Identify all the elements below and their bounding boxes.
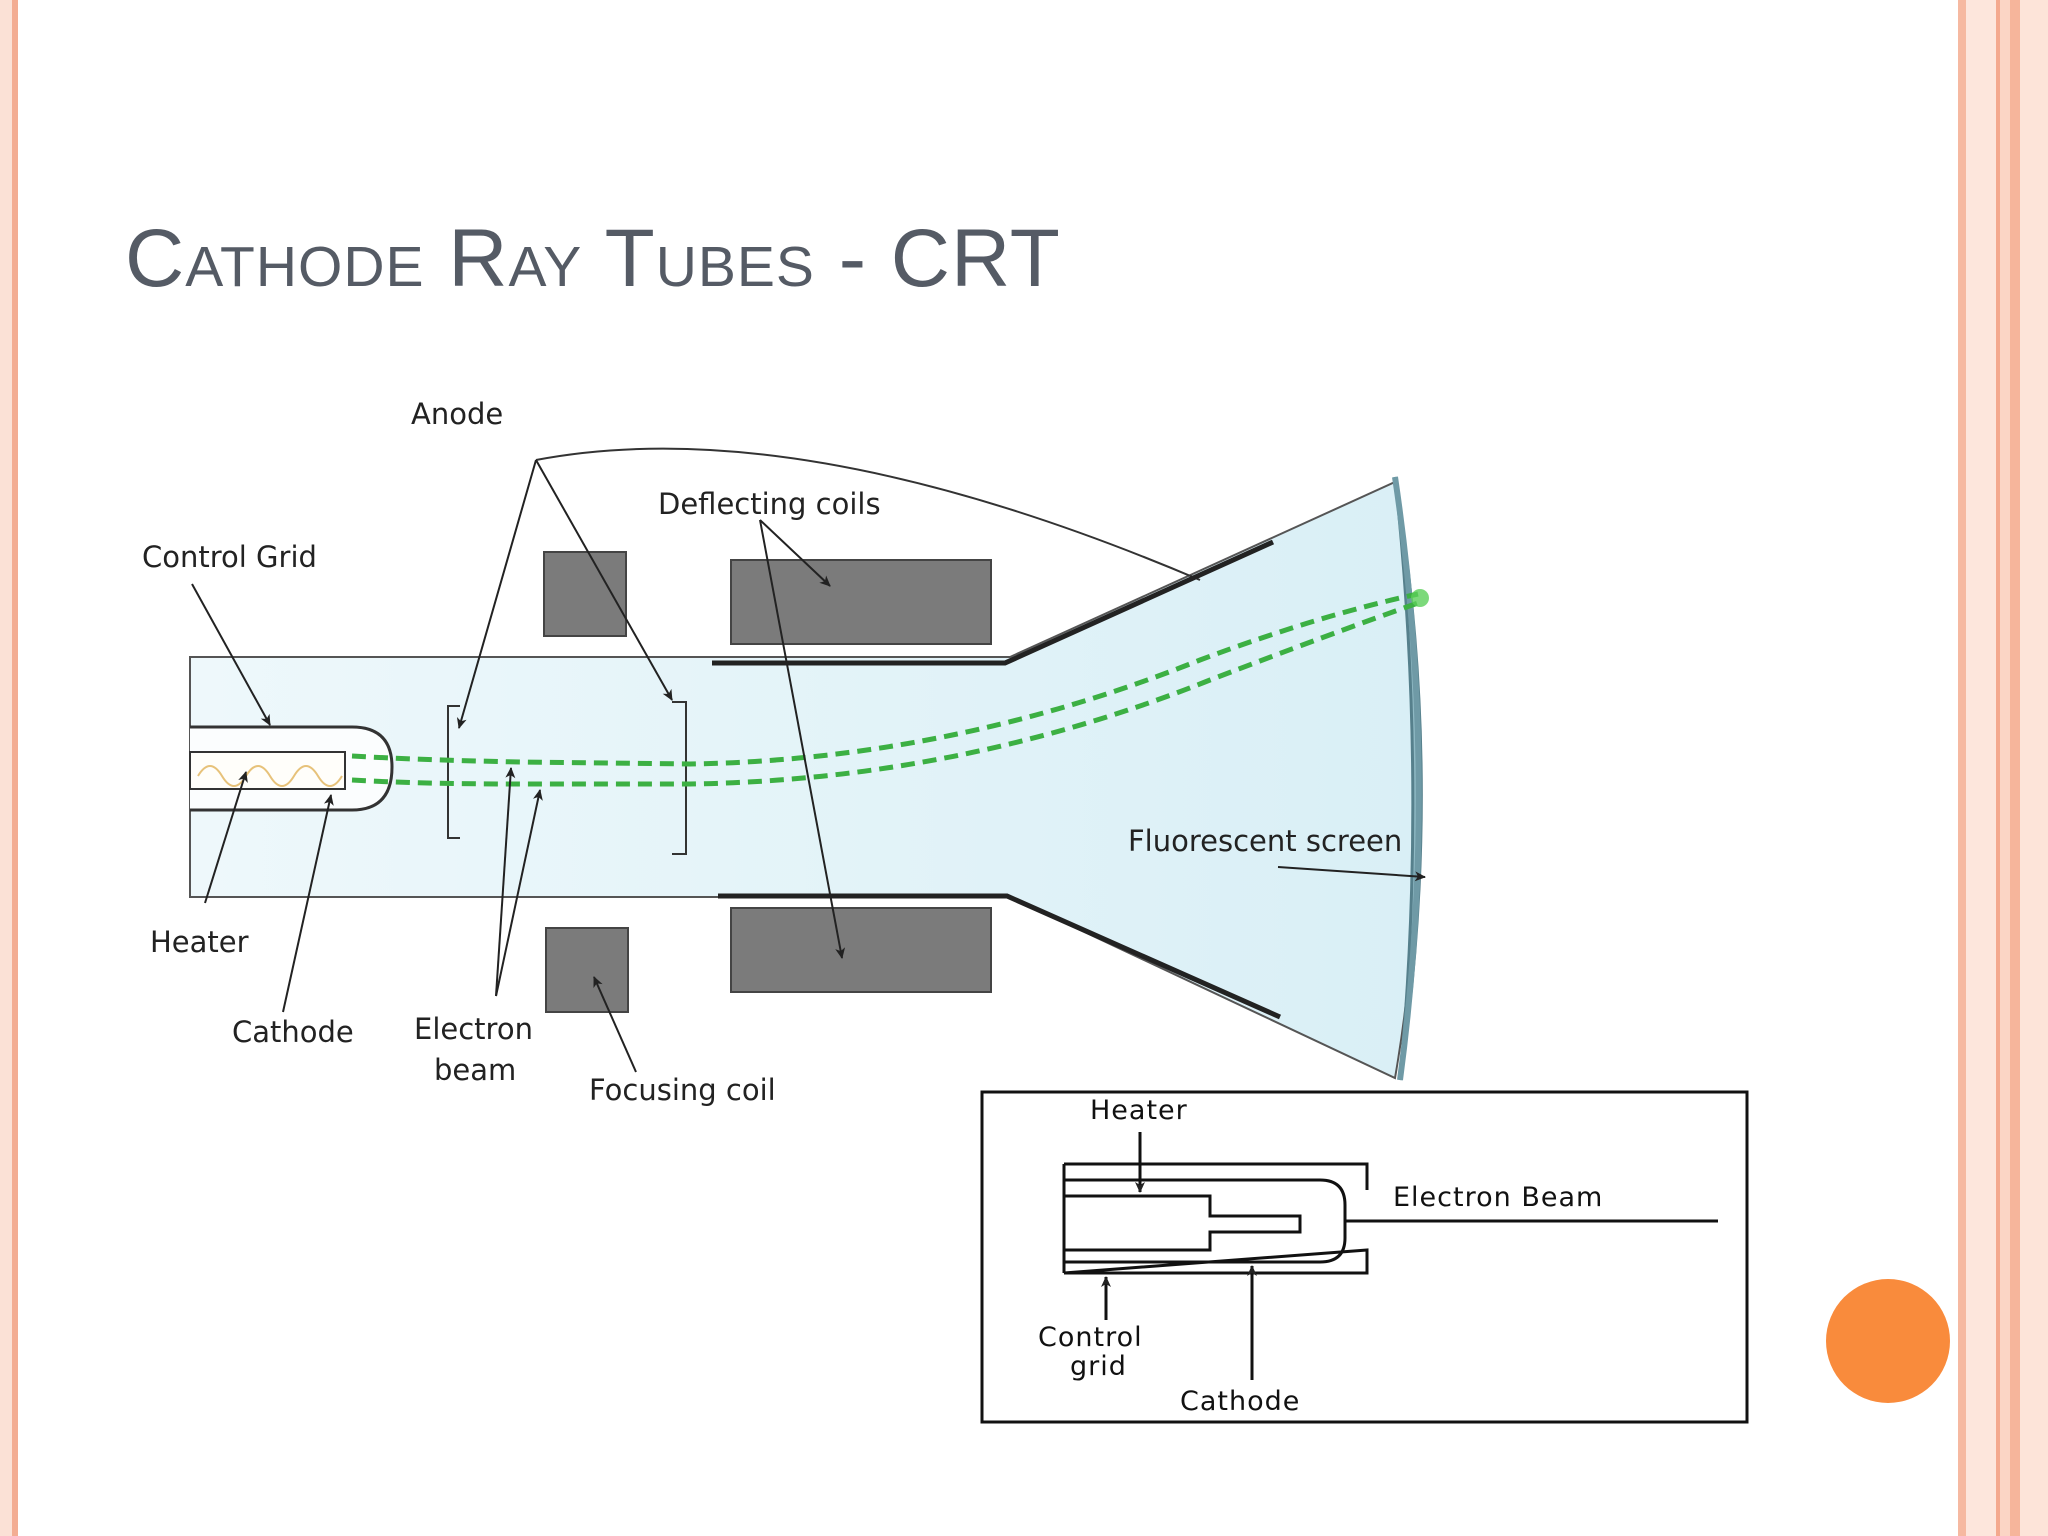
right-border-stripe bbox=[2010, 0, 2020, 1536]
left-border-stripe bbox=[0, 0, 12, 1536]
inset-label-electron-beam: Electron Beam bbox=[1393, 1182, 1603, 1213]
label-focusing-coil: Focusing coil bbox=[589, 1073, 776, 1107]
electron-beam-arrow-2 bbox=[495, 789, 543, 997]
right-border-stripe bbox=[1958, 0, 1966, 1536]
control-grid-arrow bbox=[191, 583, 271, 726]
label-deflecting-coils: Deflecting coils bbox=[658, 487, 881, 521]
heater-arrow bbox=[204, 771, 248, 904]
slide-right-border bbox=[1958, 0, 2048, 1536]
anode-bracket-left bbox=[447, 705, 460, 839]
right-border-stripe bbox=[1966, 0, 1996, 1536]
slide-left-border bbox=[0, 0, 24, 1536]
right-border-stripe bbox=[2000, 0, 2010, 1536]
deflecting-coil-bottom bbox=[730, 907, 992, 993]
inset-label-control-grid-line1: Control bbox=[1038, 1322, 1143, 1353]
focusing-coil-bottom bbox=[545, 927, 629, 1013]
label-anode: Anode bbox=[411, 397, 503, 431]
anode-arrow-right bbox=[535, 459, 673, 701]
label-cathode: Cathode bbox=[232, 1015, 354, 1049]
inset-heater bbox=[1064, 1194, 1302, 1252]
focusing-coil-top bbox=[543, 551, 627, 637]
label-electron-beam-line1: Electron bbox=[414, 1012, 533, 1046]
anode-arrow-left bbox=[456, 459, 537, 729]
inset-frame bbox=[980, 1090, 1749, 1424]
anode-bracket-right bbox=[672, 701, 687, 855]
electron-beam-upper bbox=[351, 591, 1419, 767]
inset-electron-gun-diagram: Heater Electron Beam Control grid Cathod… bbox=[980, 1090, 1749, 1424]
inset-label-cathode: Cathode bbox=[1180, 1386, 1300, 1417]
beam-spot bbox=[1411, 589, 1429, 607]
right-border-stripe bbox=[2020, 0, 2048, 1536]
tube-neck-lower-line bbox=[718, 893, 1282, 1020]
inset-label-control-grid-line2: grid bbox=[1070, 1351, 1127, 1382]
label-control-grid: Control Grid bbox=[142, 540, 317, 574]
inset-label-heater: Heater bbox=[1090, 1095, 1188, 1126]
deflecting-coil-arrow-bottom bbox=[759, 519, 846, 959]
heater-wire bbox=[197, 765, 343, 787]
deflecting-coil-top bbox=[730, 559, 992, 645]
focusing-coil-arrow bbox=[593, 976, 637, 1073]
electron-beam-arrow-1 bbox=[495, 767, 516, 997]
label-electron-beam-line2: beam bbox=[434, 1053, 516, 1087]
left-border-stripe bbox=[12, 0, 18, 1536]
slide-title: Cathode Ray Tubes - CRT bbox=[125, 213, 1061, 304]
right-border-stripe bbox=[1996, 0, 2000, 1536]
tube-neck-upper-line bbox=[712, 539, 1275, 666]
cathode-arrow bbox=[282, 794, 334, 1013]
slide-accent-dot bbox=[1826, 1279, 1950, 1403]
label-heater: Heater bbox=[150, 925, 249, 959]
fluorescent-screen-arrow bbox=[1277, 866, 1426, 882]
cathode-element bbox=[189, 751, 346, 790]
deflecting-coil-arrow-top bbox=[759, 519, 831, 587]
label-fluorescent-screen: Fluorescent screen bbox=[1128, 824, 1402, 858]
anode-wire bbox=[535, 447, 1201, 581]
electron-beam-lower bbox=[351, 600, 1419, 787]
